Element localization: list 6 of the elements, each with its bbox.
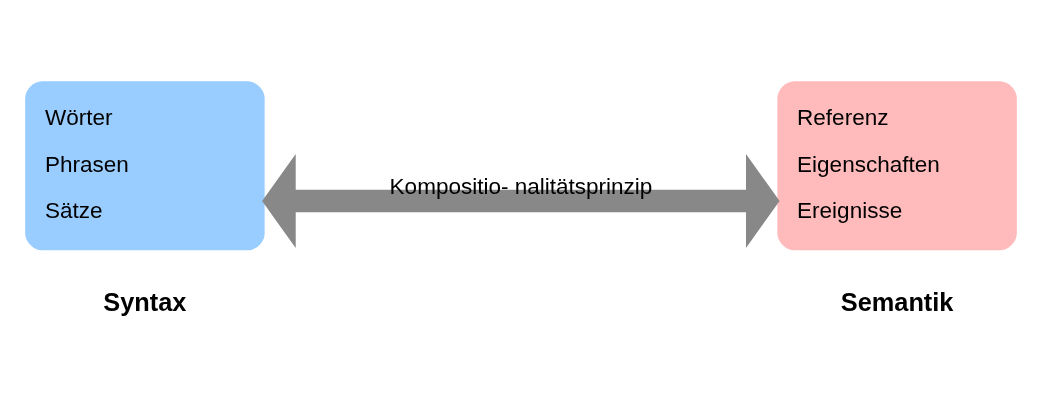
arrow [262, 153, 780, 248]
node-box: Referenz Eigenschaften Ereignisse [777, 80, 1017, 250]
node-box: Wörter Phrasen Sätze [25, 80, 265, 250]
node-label: Semantik [840, 287, 954, 316]
node-label: Syntax [103, 287, 187, 316]
edge-label: Kompositio- nalitätsprinzip [389, 173, 653, 199]
